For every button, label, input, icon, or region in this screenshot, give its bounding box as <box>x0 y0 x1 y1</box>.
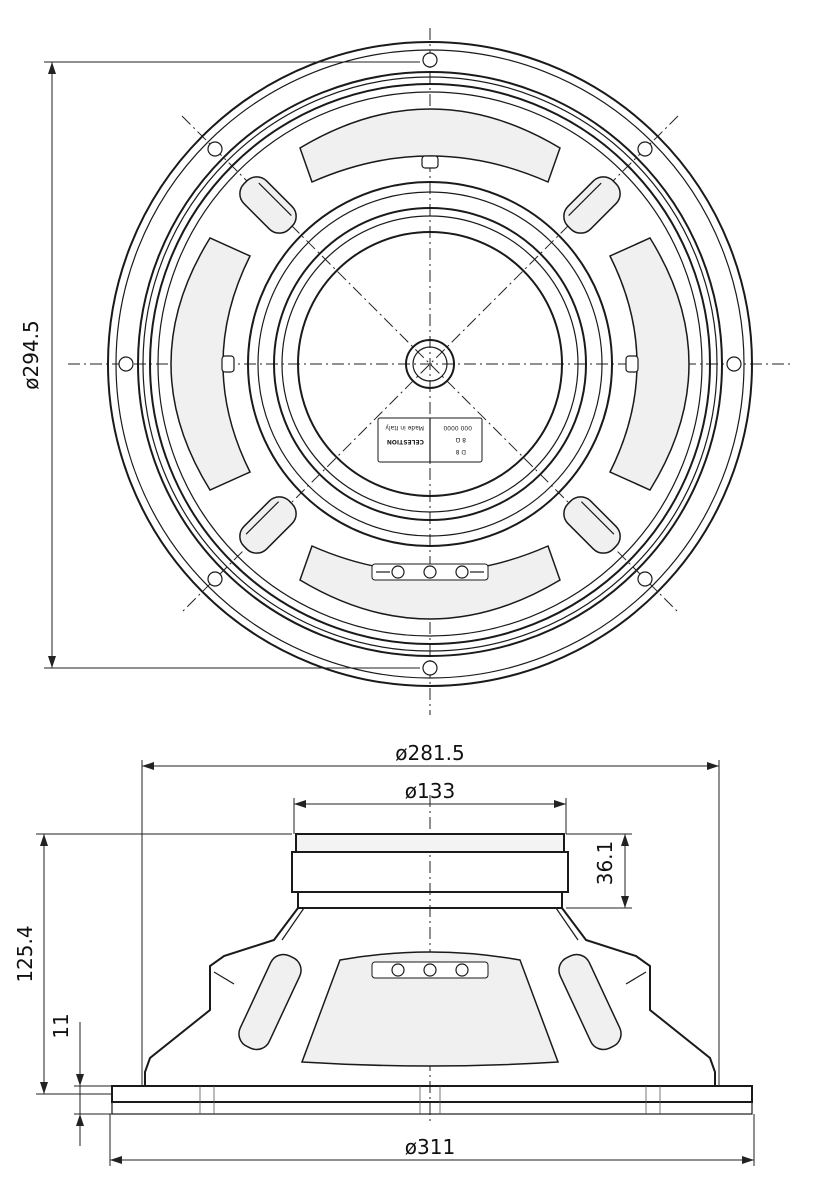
basket-arm-bottom-left <box>239 496 297 554</box>
side-arm-right <box>558 953 622 1051</box>
cone-ring-4 <box>281 215 579 513</box>
basket-arm-bottom-right <box>563 496 621 554</box>
magnet-depth-label: 36.1 <box>593 841 617 886</box>
front-diameter-dimension: ø294.5 <box>19 61 420 669</box>
outer-rim <box>107 41 753 687</box>
mounting-ring-inner <box>142 76 718 652</box>
mounting-hole-top-right <box>637 141 653 157</box>
mounting-hole-top <box>422 52 438 68</box>
cone-ring-2 <box>257 191 603 537</box>
basket-window-top <box>299 108 561 184</box>
mounting-hole-bottom-left <box>207 571 223 587</box>
mounting-holes <box>118 52 742 676</box>
cone-ring-3 <box>273 207 587 521</box>
magnet-outline <box>297 231 563 497</box>
side-flange <box>111 1085 753 1103</box>
label-brand: CELESTION <box>387 438 424 445</box>
mounting-hole-left <box>118 356 134 372</box>
gasket-diameter-label: ø311 <box>405 1135 455 1159</box>
basket-tab-right <box>625 355 639 373</box>
basket-window-left <box>170 237 252 491</box>
dust-cap-inner <box>412 346 448 382</box>
basket-arm-top-right <box>563 176 621 234</box>
label-line-2: 8 Ω <box>455 436 466 443</box>
basket-arm-top-left <box>239 176 297 234</box>
side-view: ø281.5 ø133 36.1 125.4 <box>13 741 755 1166</box>
overall-depth-dimension: 125.4 <box>13 833 292 1095</box>
mounting-ring <box>137 71 723 657</box>
mounting-hole-bottom-right <box>637 571 653 587</box>
side-tick-right <box>625 971 647 985</box>
terminal-block-side <box>371 961 489 979</box>
front-diameter-label: ø294.5 <box>19 320 43 390</box>
overall-depth-label: 125.4 <box>13 925 37 982</box>
magnet-diameter-dimension: ø133 <box>293 779 567 834</box>
magnet-depth-dimension: 36.1 <box>566 833 632 909</box>
basket-inner-edge <box>281 907 579 941</box>
magnet-diameter-label: ø133 <box>405 779 455 803</box>
label-made-in: Made in Italy <box>385 424 424 431</box>
label-line-3: 000 0000 <box>443 424 472 431</box>
magnet-back-plate <box>295 833 565 853</box>
side-arm-left <box>238 953 302 1051</box>
basket-diameter-dimension: ø281.5 <box>141 741 720 1086</box>
basket-tab-left <box>221 355 235 373</box>
side-tick-left <box>213 971 235 985</box>
basket-diameter-label: ø281.5 <box>395 741 465 765</box>
cone-outer-edge <box>247 181 613 547</box>
gasket-diameter-dimension: ø311 <box>109 1114 755 1166</box>
mounting-hole-top-left <box>207 141 223 157</box>
side-gasket <box>111 1101 753 1115</box>
label-line-1: D 8 <box>455 448 466 455</box>
magnet-label: D 8 8 Ω 000 0000 CELESTION Made in Italy <box>377 417 483 463</box>
surround-inner <box>157 91 703 637</box>
mounting-hole-bottom <box>422 660 438 676</box>
basket-tab-top <box>421 155 439 169</box>
mounting-hole-right <box>726 356 742 372</box>
surround-outer <box>149 83 711 645</box>
outer-rim-inner <box>115 49 745 679</box>
front-view: D 8 8 Ω 000 0000 CELESTION Made in Italy… <box>19 28 792 715</box>
side-window-center <box>300 951 560 1067</box>
dust-cap-outer <box>405 339 455 389</box>
terminal-block-front <box>371 563 489 581</box>
flange-thickness-dimension: 11 <box>49 1013 112 1146</box>
flange-thickness-label: 11 <box>49 1013 73 1038</box>
basket-window-right <box>608 237 690 491</box>
